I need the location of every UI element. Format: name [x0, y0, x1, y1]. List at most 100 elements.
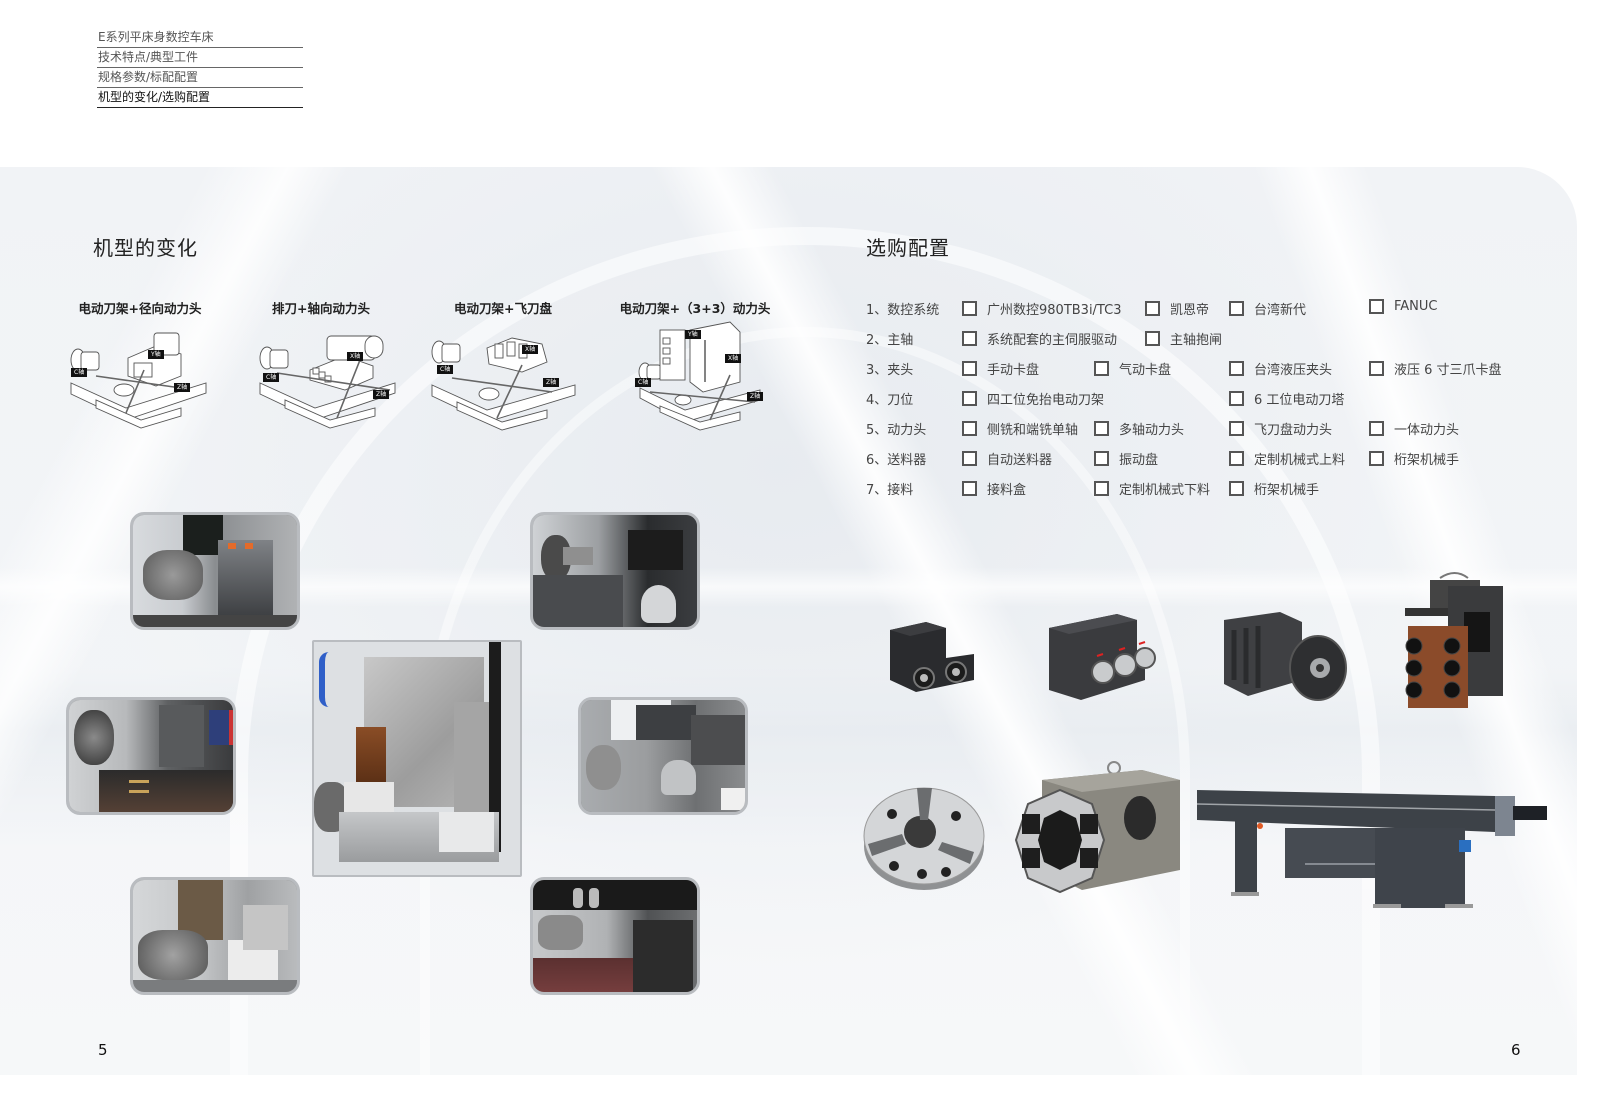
option-spindle-brake[interactable]: 主轴抱闸 [1145, 329, 1222, 348]
nav-item-series[interactable]: E系列平床身数控车床 [97, 28, 303, 48]
option-gsk-980[interactable]: 广州数控980TB3i/TC3 [962, 299, 1121, 318]
power-head-icon [1224, 612, 1347, 701]
axis-label: Y轴 [685, 330, 701, 339]
axis-label: Y轴 [148, 350, 164, 359]
nav-item-features[interactable]: 技术特点/典型工件 [97, 48, 303, 68]
variant-label: 电动刀架+飞刀盘 [454, 301, 552, 316]
power-head-icon [1405, 572, 1503, 708]
checkbox[interactable] [1094, 481, 1109, 496]
option-category: 2、主轴 [866, 333, 914, 348]
option-servo-drive[interactable]: 系统配套的主伺服驱动 [962, 329, 1117, 348]
variant-3: 电动刀架+飞刀盘 [418, 298, 588, 317]
option-category: 6、送料器 [866, 453, 927, 468]
option-category: 4、刀位 [866, 393, 914, 408]
power-head-icon [1049, 614, 1156, 700]
axis-label: Z轴 [747, 392, 764, 401]
checkbox[interactable] [1094, 421, 1109, 436]
checkbox[interactable] [962, 361, 977, 376]
option-hydraulic-3-jaw-chuck[interactable]: 液压 6 寸三爪卡盘 [1369, 359, 1502, 378]
checkbox[interactable] [962, 301, 977, 316]
chuck-icon [863, 787, 985, 890]
option-6-station-turret[interactable]: 6 工位电动刀塔 [1229, 389, 1344, 408]
axis-label: X轴 [347, 352, 364, 361]
photo-flying-cutter-disc [578, 697, 748, 815]
option-multi-axis-power-head[interactable]: 多轴动力头 [1094, 419, 1184, 438]
axis-label: C轴 [263, 373, 280, 382]
checkbox[interactable] [1145, 301, 1160, 316]
checkbox[interactable] [1369, 361, 1384, 376]
option-integrated-power-head[interactable]: 一体动力头 [1369, 419, 1459, 438]
option-manual-chuck[interactable]: 手动卡盘 [962, 359, 1039, 378]
axis-label: Z轴 [174, 383, 191, 392]
option-gantry-robot-loading[interactable]: 桁架机械手 [1369, 449, 1459, 468]
option-category: 7、接料 [866, 483, 914, 498]
option-taiwan-hydraulic-collet[interactable]: 台湾液压夹头 [1229, 359, 1332, 378]
photo-gang-tool-axial [66, 697, 236, 815]
option-single-axis-milling[interactable]: 侧铣和端铣单轴 [962, 419, 1078, 438]
photo-gang-tool-multi-spindle [530, 877, 700, 995]
variants-title: 机型的变化 [93, 236, 198, 260]
options-title: 选购配置 [866, 236, 950, 260]
option-syntec[interactable]: 台湾新代 [1229, 299, 1306, 318]
variant-2: 排刀+轴向动力头 [236, 298, 406, 317]
lathe-diagram-1: C轴 Y轴 Z轴 [66, 328, 211, 433]
power-head-icon [890, 622, 974, 692]
integrated-power-head-image [1400, 568, 1510, 713]
checkbox[interactable] [1229, 301, 1244, 316]
checkbox[interactable] [1229, 451, 1244, 466]
checkbox[interactable] [962, 421, 977, 436]
nav-item-specs[interactable]: 规格参数/标配配置 [97, 68, 303, 88]
three-jaw-chuck-image [862, 784, 987, 894]
servo-turret-image [1012, 760, 1182, 905]
option-4-station-turret[interactable]: 四工位免抬电动刀架 [962, 389, 1104, 408]
section-nav: E系列平床身数控车床 技术特点/典型工件 规格参数/标配配置 机型的变化/选购配… [97, 28, 303, 108]
nav-item-variants-options[interactable]: 机型的变化/选购配置 [97, 88, 303, 108]
axis-label: C轴 [71, 368, 88, 377]
triple-spindle-power-head-image [1045, 610, 1175, 705]
checkbox[interactable] [962, 481, 977, 496]
option-gantry-robot-unloading[interactable]: 桁架机械手 [1229, 479, 1319, 498]
option-pneumatic-chuck[interactable]: 气动卡盘 [1094, 359, 1171, 378]
photo-turret-tailstock [130, 877, 300, 995]
variant-label: 电动刀架+径向动力头 [78, 301, 202, 316]
option-category: 1、数控系统 [866, 303, 940, 318]
axis-label: C轴 [437, 365, 454, 374]
checkbox[interactable] [1229, 481, 1244, 496]
option-custom-mechanical-loading[interactable]: 定制机械式上料 [1229, 449, 1345, 468]
lathe-diagram-3: C轴 X轴 Z轴 [427, 330, 577, 435]
page-number-right: 6 [1511, 1041, 1521, 1059]
checkbox[interactable] [1094, 361, 1109, 376]
checkbox[interactable] [1094, 451, 1109, 466]
axis-label: Z轴 [373, 390, 390, 399]
turret-icon [1014, 761, 1180, 894]
page-number-left: 5 [98, 1041, 108, 1059]
option-parts-bin[interactable]: 接料盒 [962, 479, 1026, 498]
checkbox[interactable] [1229, 361, 1244, 376]
checkbox[interactable] [962, 451, 977, 466]
option-vibratory-bowl[interactable]: 振动盘 [1094, 449, 1158, 468]
checkbox[interactable] [1369, 299, 1384, 314]
variant-4: 电动刀架+（3+3）动力头 [605, 298, 785, 317]
photo-axial-drilling [530, 512, 700, 630]
checkbox[interactable] [1229, 421, 1244, 436]
checkbox[interactable] [962, 391, 977, 406]
axis-label: X轴 [725, 354, 742, 363]
option-custom-mechanical-unloading[interactable]: 定制机械式下料 [1094, 479, 1210, 498]
lathe-line-drawing-icon [70, 332, 207, 429]
option-auto-feeder[interactable]: 自动送料器 [962, 449, 1052, 468]
option-category: 5、动力头 [866, 423, 927, 438]
option-fanuc[interactable]: FANUC [1369, 299, 1438, 314]
bar-feeder-image [1195, 780, 1550, 915]
dual-spindle-power-head-image [886, 618, 981, 698]
photo-turret-radial-live-tool [130, 512, 300, 630]
axis-label: Z轴 [543, 378, 560, 387]
option-knd[interactable]: 凯恩帝 [1145, 299, 1209, 318]
checkbox[interactable] [1369, 421, 1384, 436]
checkbox[interactable] [1369, 451, 1384, 466]
checkbox[interactable] [1145, 331, 1160, 346]
checkbox[interactable] [1229, 391, 1244, 406]
checkbox[interactable] [962, 331, 977, 346]
lathe-diagram-2: C轴 X轴 Z轴 [255, 328, 400, 433]
option-flying-cutter-head[interactable]: 飞刀盘动力头 [1229, 419, 1332, 438]
option-category: 3、夹头 [866, 363, 914, 378]
